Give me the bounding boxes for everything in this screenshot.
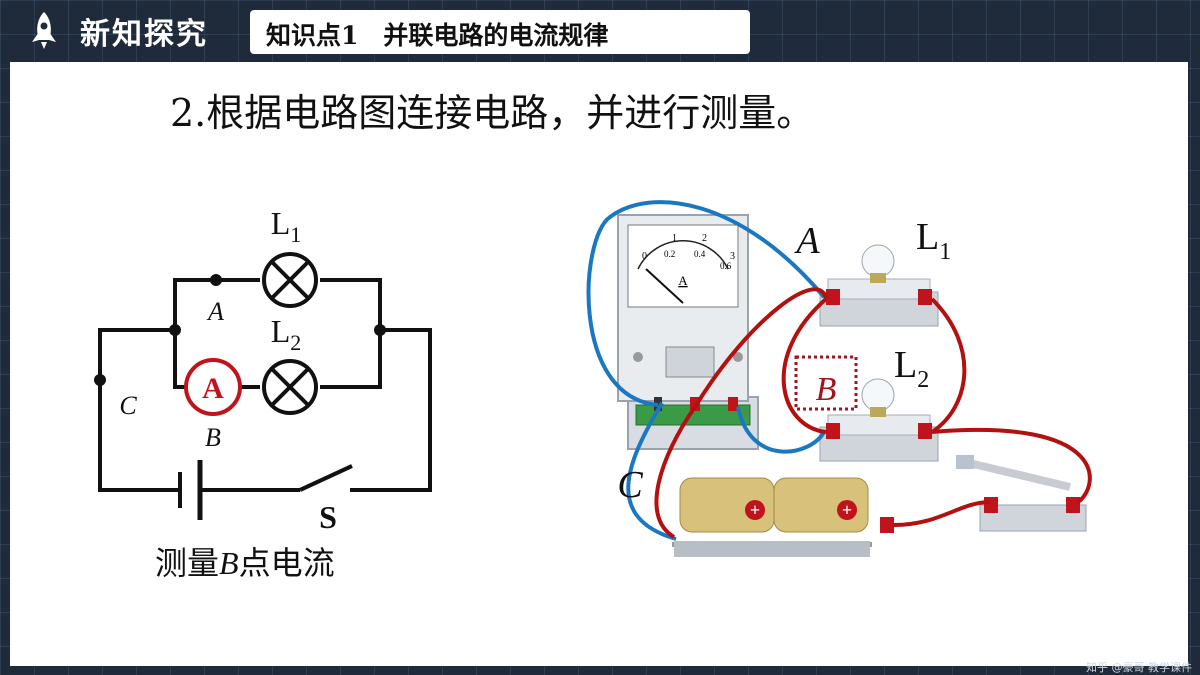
circuit-schematic: A L1 L2 A B C S bbox=[94, 205, 432, 535]
ammeter-symbol: A bbox=[184, 358, 242, 416]
header-bar: 新知探究 知识点1 并联电路的电流规律 bbox=[0, 0, 1200, 56]
physical-point-a: A bbox=[793, 220, 820, 262]
switch-device bbox=[956, 455, 1087, 532]
content-panel: 2.根据电路图连接电路，并进行测量。 bbox=[10, 62, 1188, 666]
battery-device: + + bbox=[672, 477, 894, 557]
rocket-icon bbox=[32, 12, 56, 49]
scale-top-0: 0 bbox=[642, 251, 647, 262]
svg-text:L2: L2 bbox=[271, 313, 302, 355]
lamp-l2-symbol bbox=[262, 359, 318, 415]
schematic-point-c: C bbox=[119, 391, 137, 420]
caption-prefix: 测量 bbox=[155, 544, 220, 582]
schematic-point-a: A bbox=[206, 297, 224, 326]
meter-unit-label: A bbox=[678, 273, 688, 288]
svg-text:L1: L1 bbox=[916, 216, 951, 265]
lamp-l2-subscript: 2 bbox=[290, 330, 301, 355]
scale-top-2: 2 bbox=[702, 233, 707, 244]
ammeter-letter: A bbox=[202, 372, 224, 405]
scale-bottom-2: 0.4 bbox=[694, 249, 706, 259]
scale-top-3: 3 bbox=[730, 251, 735, 262]
caption-point: B bbox=[219, 545, 239, 581]
junction-dot-left bbox=[169, 324, 181, 336]
junction-dot-c bbox=[94, 374, 106, 386]
schematic-point-b: B bbox=[205, 423, 221, 452]
topic-title: 知识点1 并联电路的电流规律 bbox=[266, 21, 609, 50]
lamp-l1-device bbox=[819, 244, 939, 327]
scale-bottom-3: 0.6 bbox=[720, 261, 732, 271]
lamp-l2-label: L bbox=[271, 313, 291, 349]
physical-circuit: 0 1 2 3 0.2 0.4 0.6 A bbox=[586, 200, 1092, 557]
junction-dot-right bbox=[374, 324, 386, 336]
watermark: 知乎 @豪哥 教学课件 bbox=[1086, 661, 1192, 674]
svg-text:L1: L1 bbox=[271, 205, 302, 247]
point-b-highlight-box bbox=[794, 355, 858, 411]
svg-text:+: + bbox=[750, 500, 760, 520]
physical-point-c: C bbox=[617, 464, 643, 506]
physical-lamp-l1-subscript: 1 bbox=[939, 239, 951, 265]
junction-dot-a bbox=[210, 274, 222, 286]
scale-top-1: 1 bbox=[672, 233, 677, 244]
switch-label: S bbox=[319, 499, 337, 535]
scale-bottom-1: 0.2 bbox=[664, 249, 675, 259]
instruction-text: 2.根据电路图连接电路，并进行测量。 bbox=[170, 91, 815, 135]
caption-suffix: 点电流 bbox=[238, 544, 335, 582]
physical-point-b: B bbox=[816, 371, 837, 408]
physical-lamp-l2-label: L bbox=[894, 344, 917, 386]
section-title: 新知探究 bbox=[80, 17, 208, 52]
ammeter-device: 0 1 2 3 0.2 0.4 0.6 A bbox=[617, 214, 759, 450]
topic-pill: 知识点1 并联电路的电流规律 bbox=[250, 10, 750, 54]
lamp-l1-symbol bbox=[262, 252, 318, 308]
schematic-caption: 测量B点电流 bbox=[155, 538, 335, 584]
physical-lamp-l2-subscript: 2 bbox=[917, 367, 929, 393]
lamp-l1-subscript: 1 bbox=[290, 222, 301, 247]
lamp-l1-label: L bbox=[271, 205, 291, 241]
svg-text:+: + bbox=[842, 500, 852, 520]
svg-text:L2: L2 bbox=[894, 344, 929, 393]
lamp-l2-device bbox=[794, 355, 939, 462]
physical-lamp-l1-label: L bbox=[916, 216, 939, 258]
